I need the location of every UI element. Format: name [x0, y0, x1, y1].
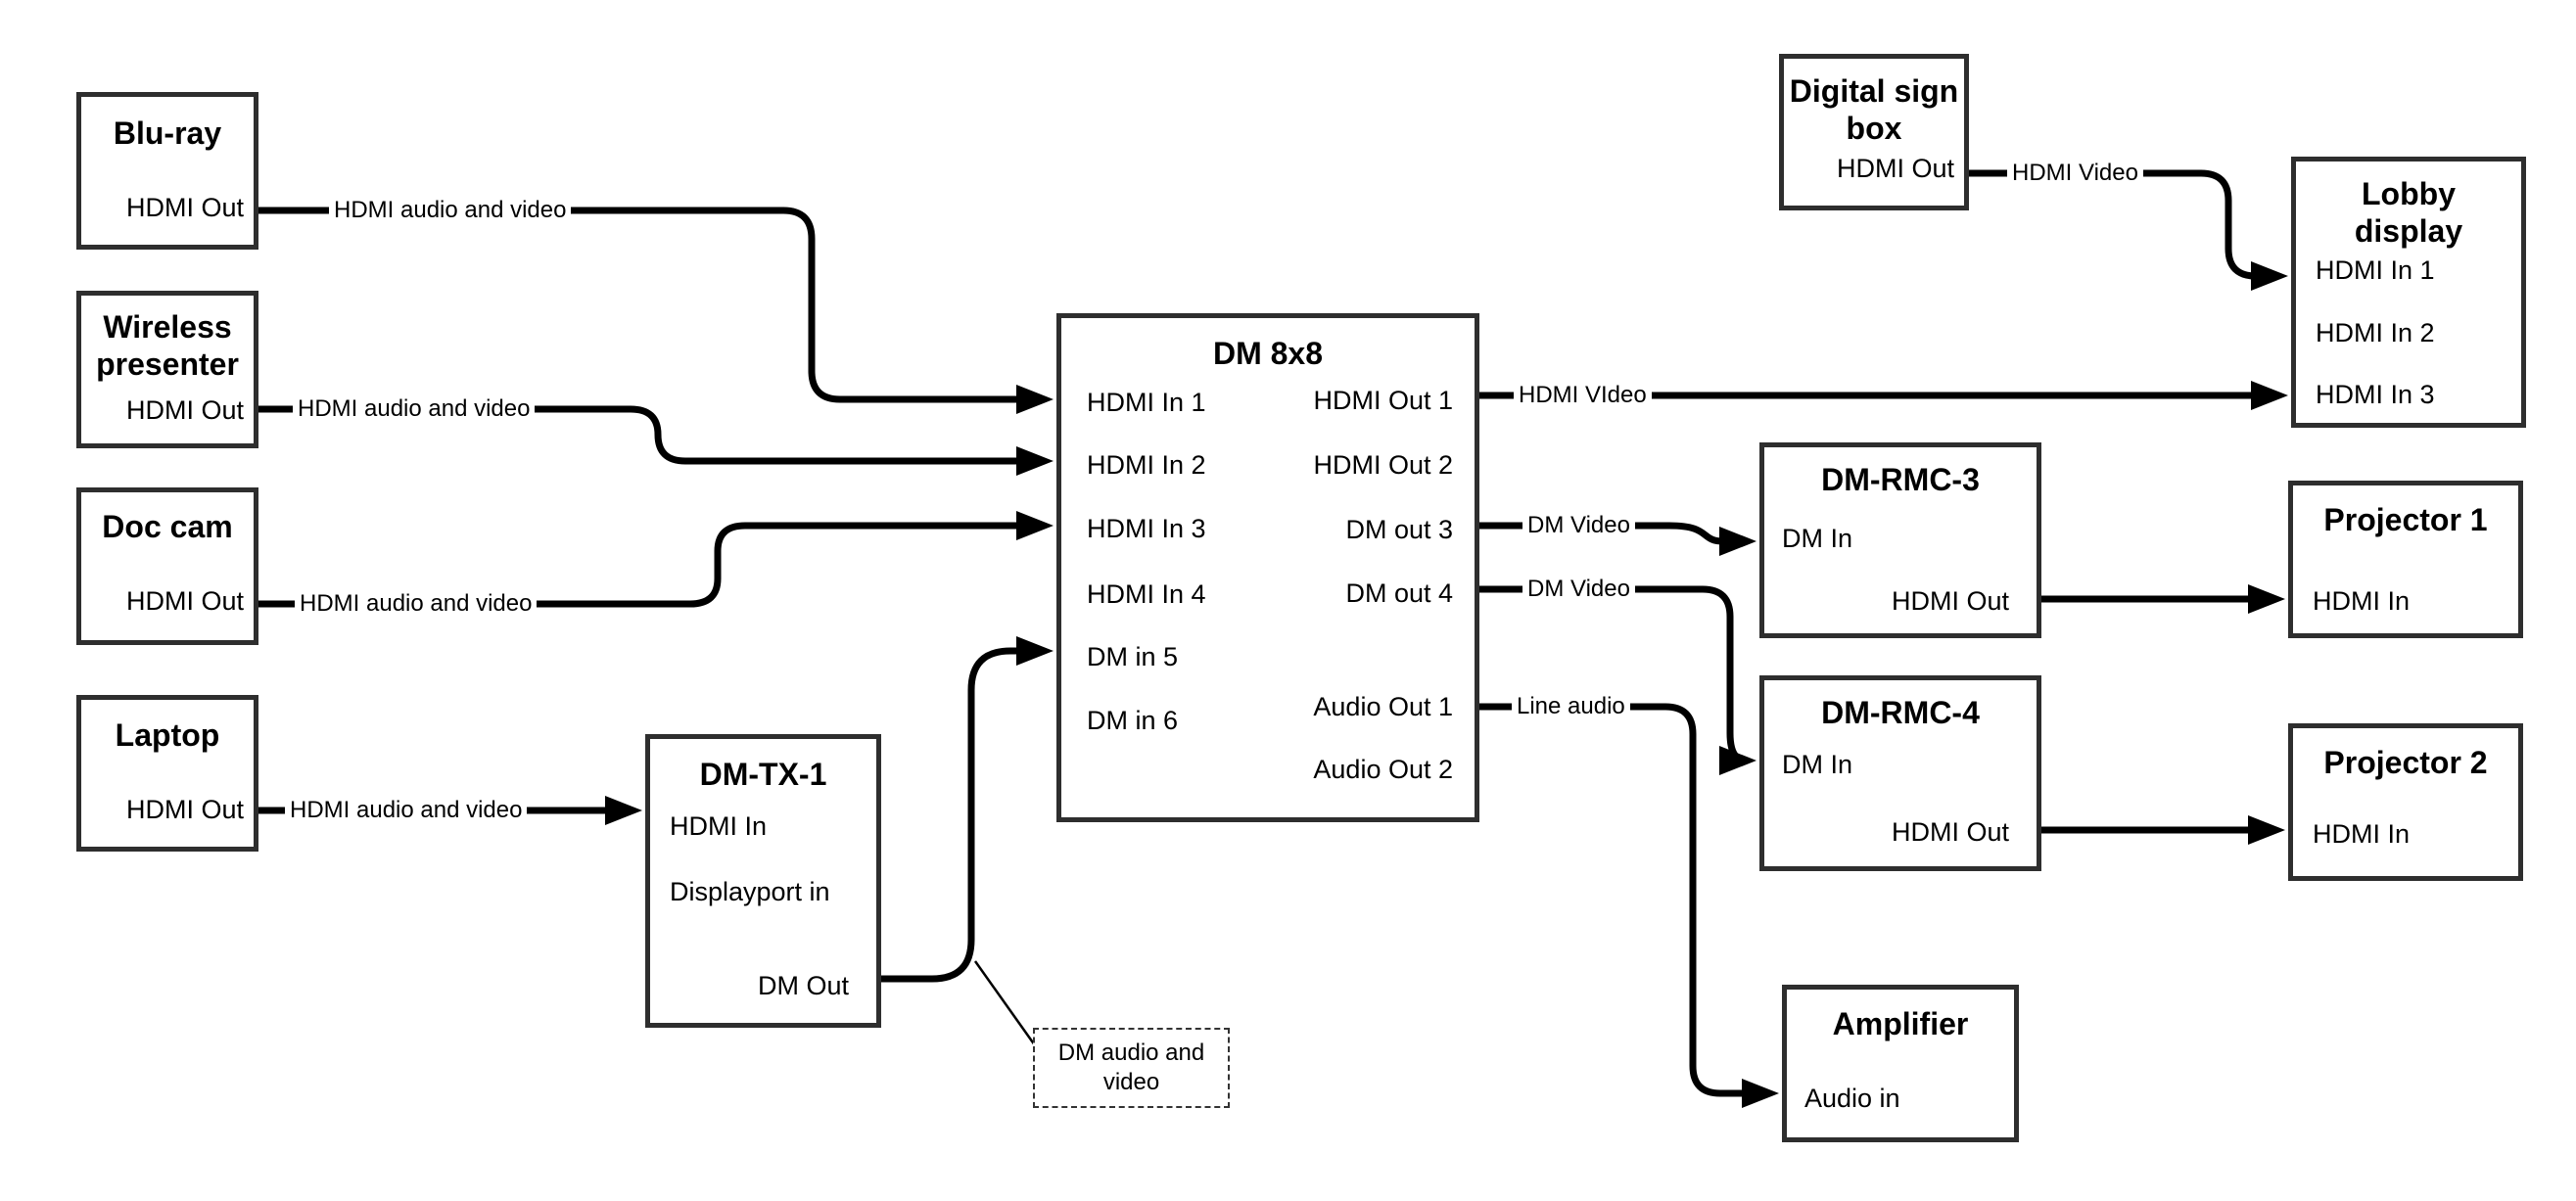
node-dm-8x8: DM 8x8 HDMI In 1 HDMI In 2 HDMI In 3 HDM… — [1056, 313, 1479, 822]
port-hdmi-out-2: HDMI Out 2 — [1313, 450, 1453, 480]
node-dm-rmc-3: DM-RMC-3 DM In HDMI Out — [1759, 442, 2041, 638]
node-wireless-presenter: Wireless presenter HDMI Out — [76, 291, 258, 448]
port-hdmi-out-1: HDMI Out 1 — [1313, 386, 1453, 415]
arrowhead — [1016, 446, 1054, 476]
port-hdmi-in: HDMI In — [670, 811, 768, 841]
arrowhead — [2251, 381, 2288, 410]
edge-label-dm-video-out4: DM Video — [1522, 575, 1635, 604]
port-hdmi-in-1: HDMI In 1 — [2316, 255, 2435, 285]
wire-dm8x8-to-dmrmc3 — [1479, 522, 1724, 545]
node-title: DM-RMC-3 — [1821, 462, 1980, 497]
port-hdmi-in-2: HDMI In 2 — [2316, 318, 2435, 347]
port-hdmi-in-4: HDMI In 4 — [1087, 579, 1206, 609]
node-digital-sign-box: Digital sign box HDMI Out — [1779, 54, 1969, 210]
port-hdmi-in-2: HDMI In 2 — [1087, 450, 1206, 480]
node-laptop: Laptop HDMI Out — [76, 695, 258, 852]
port-hdmi-out: HDMI Out — [125, 193, 244, 222]
node-amplifier: Amplifier Audio in — [1782, 985, 2019, 1142]
node-title: Projector 2 — [2323, 745, 2488, 780]
note-dm-audio-and-video: DM audio and video — [1033, 1028, 1230, 1108]
node-title: Laptop — [115, 717, 220, 753]
arrowhead — [1742, 1079, 1779, 1108]
node-projector-1: Projector 1 HDMI In — [2288, 481, 2523, 638]
wire-bluray-to-dm8x8 — [258, 207, 1018, 403]
node-title: Wireless presenter — [96, 309, 239, 382]
port-hdmi-out: HDMI Out — [125, 395, 244, 425]
port-hdmi-out: HDMI Out — [1891, 586, 2009, 616]
wire-wireless-to-dm8x8 — [258, 405, 1018, 465]
edge-label-hdmi-av-bluray: HDMI audio and video — [329, 196, 572, 225]
port-hdmi-in: HDMI In — [2313, 819, 2411, 849]
node-title: DM-RMC-4 — [1821, 695, 1980, 730]
node-dm-tx-1: DM-TX-1 HDMI In Displayport in DM Out — [645, 734, 881, 1028]
port-hdmi-in: HDMI In — [2313, 586, 2411, 616]
port-displayport-in: Displayport in — [670, 877, 830, 906]
wire-dm8x8-to-amp — [1479, 703, 1745, 1097]
edge-label-hdmi-av-doccam: HDMI audio and video — [295, 589, 538, 619]
arrowhead — [1016, 511, 1054, 540]
arrowhead — [2248, 584, 2285, 614]
arrowhead — [1016, 385, 1054, 414]
note-callout-line — [973, 960, 1037, 1046]
port-audio-out-1: Audio Out 1 — [1313, 692, 1453, 721]
node-title: Projector 1 — [2323, 502, 2488, 537]
port-hdmi-out: HDMI Out — [1836, 154, 1954, 183]
port-audio-in: Audio in — [1804, 1084, 1900, 1113]
edge-label-hdmi-av-laptop: HDMI audio and video — [285, 796, 528, 825]
arrowheads — [605, 261, 2288, 1108]
wire-digisign-to-lobby-in1 — [1969, 169, 2257, 280]
node-dm-rmc-4: DM-RMC-4 DM In HDMI Out — [1759, 675, 2041, 871]
port-hdmi-in-3: HDMI In 3 — [2316, 380, 2435, 409]
port-dm-in-6: DM in 6 — [1087, 706, 1179, 735]
node-bluray: Blu-ray HDMI Out — [76, 92, 258, 250]
arrowhead — [2248, 815, 2285, 845]
edge-label-dm-video-out3: DM Video — [1522, 511, 1635, 540]
wire-doccam-to-dm8x8 — [258, 522, 1018, 608]
node-lobby-display: Lobby display HDMI In 1 HDMI In 2 HDMI I… — [2291, 157, 2526, 428]
port-dm-in: DM In — [1782, 524, 1853, 553]
port-dm-out-3: DM out 3 — [1345, 515, 1453, 544]
wire-dmtx1-to-dm8x8 — [881, 647, 1018, 983]
edge-label-line-audio: Line audio — [1512, 692, 1630, 721]
edge-label-hdmi-video-digisign: HDMI Video — [2007, 159, 2143, 188]
port-hdmi-in-3: HDMI In 3 — [1087, 514, 1206, 543]
port-audio-out-2: Audio Out 2 — [1313, 755, 1453, 784]
port-hdmi-in-1: HDMI In 1 — [1087, 388, 1206, 417]
port-dm-in-5: DM in 5 — [1087, 642, 1179, 671]
edge-label-hdmi-video-out1: HDMI VIdeo — [1514, 381, 1652, 410]
node-title: DM 8x8 — [1212, 336, 1324, 371]
node-doc-cam: Doc cam HDMI Out — [76, 487, 258, 645]
node-title: Digital sign box — [1789, 73, 1959, 146]
arrowhead — [2251, 261, 2288, 291]
port-hdmi-out: HDMI Out — [125, 795, 244, 824]
node-title: Lobby display — [2354, 176, 2463, 249]
node-title: DM-TX-1 — [699, 757, 827, 792]
node-title: Doc cam — [102, 509, 233, 544]
port-dm-out: DM Out — [757, 971, 849, 1000]
node-title: Amplifier — [1832, 1006, 1969, 1041]
arrowhead — [1719, 527, 1756, 556]
port-hdmi-out: HDMI Out — [1891, 817, 2009, 847]
port-dm-out-4: DM out 4 — [1345, 578, 1453, 608]
node-projector-2: Projector 2 HDMI In — [2288, 723, 2523, 881]
node-title: Blu-ray — [113, 115, 222, 151]
port-dm-in: DM In — [1782, 750, 1853, 779]
edge-label-hdmi-av-wireless: HDMI audio and video — [293, 394, 536, 424]
arrowhead — [1719, 746, 1756, 775]
port-hdmi-out: HDMI Out — [125, 586, 244, 616]
wire-dm8x8-to-dmrmc4 — [1479, 585, 1747, 764]
arrowhead — [605, 796, 642, 825]
arrowhead — [1016, 636, 1054, 666]
